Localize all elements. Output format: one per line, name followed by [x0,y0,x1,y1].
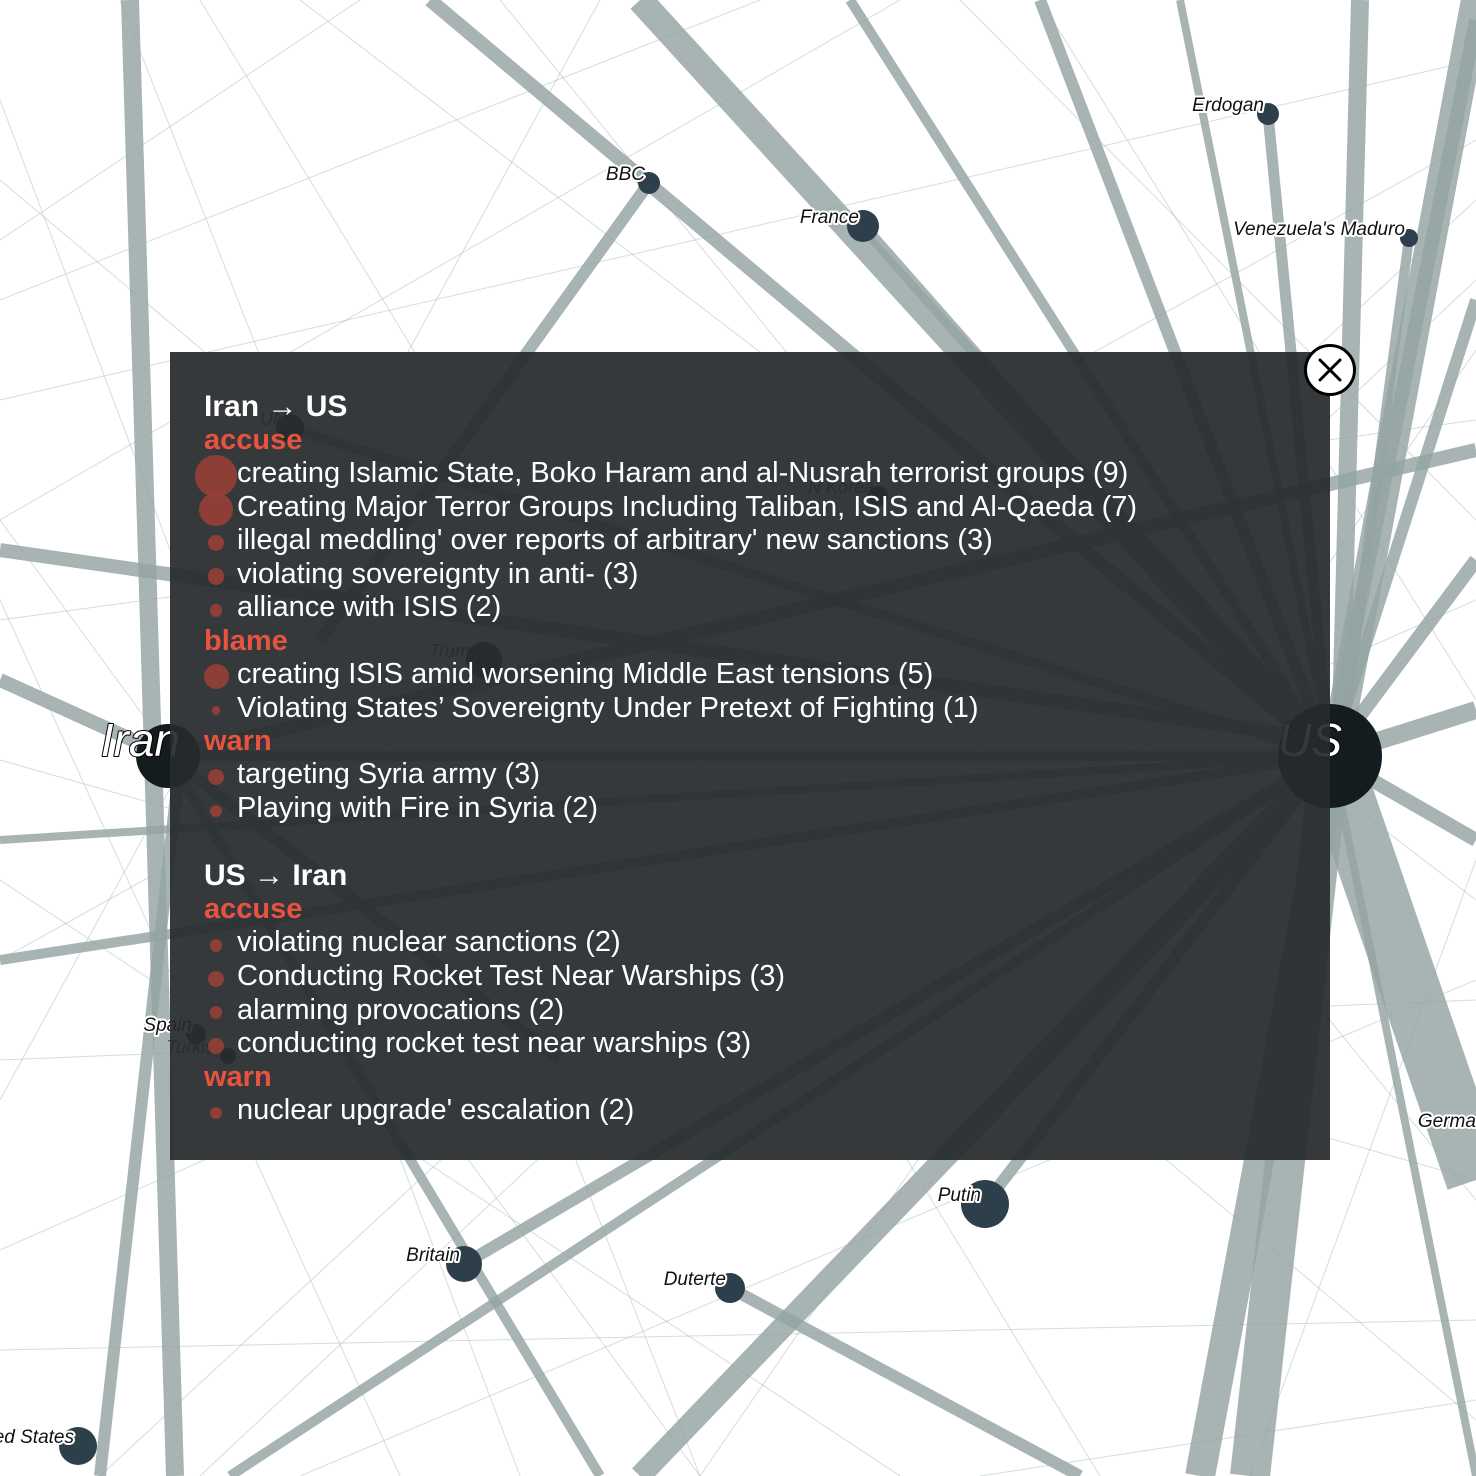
event-text: alliance with ISIS (2) [237,591,502,624]
close-icon [1318,358,1342,382]
event-item[interactable]: violating nuclear sanctions (2) [204,926,1330,960]
graph-node[interactable] [715,1273,745,1303]
graph-node-label: Venezuela's Maduro [1233,219,1405,240]
category-label: accuse [204,424,303,456]
event-item[interactable]: nuclear upgrade' escalation (2) [204,1094,1330,1128]
event-item[interactable]: alliance with ISIS (2) [204,591,1330,625]
event-item[interactable]: creating ISIS amid worsening Middle East… [203,657,1330,692]
graph-edge [94,759,186,1476]
count-dot [203,664,229,690]
graph-node[interactable] [446,1246,482,1282]
event-text: Creating Major Terror Groups Including T… [237,490,1138,523]
event-text: alarming provocations (2) [237,993,565,1026]
event-item[interactable]: conducting rocket test near warships (3) [204,1027,1330,1061]
event-item[interactable]: Playing with Fire in Syria (2) [204,792,1330,826]
event-item[interactable]: targeting Syria army (3) [204,758,1330,792]
graph-node-label: Iran [101,714,180,766]
graph-edge-thin [1039,0,1476,701]
graph-node[interactable] [847,210,879,242]
graph-edge [1324,298,1476,758]
count-dot [207,534,225,552]
graph-node-label: Erdogan [1192,95,1264,116]
event-text: creating ISIS amid worsening Middle East… [237,657,934,690]
graph-edge [727,1282,1083,1476]
graph-node[interactable] [1400,229,1418,247]
count-dot [209,604,223,617]
graph-edge-thin [1249,859,1476,1476]
count-dot [209,939,223,952]
count-dot [207,1037,225,1055]
graph-node[interactable] [59,1427,97,1465]
graph-node-label: France [800,207,859,228]
count-dot [195,455,237,497]
category-label: accuse [204,893,303,926]
count-dot [209,1106,223,1119]
graph-edge [1301,746,1476,1190]
count-dot [207,970,225,988]
event-text: Violating States’ Sovereignty Under Pret… [237,691,979,724]
graph-node[interactable] [961,1180,1009,1228]
graph-node-label: Putin [938,1185,981,1206]
count-dot [209,804,223,817]
category-label: blame [204,624,288,657]
count-dot [207,768,225,786]
category-label: warn [204,725,272,758]
event-text: creating Islamic State, Boko Haram and a… [237,457,1129,489]
graph-node-label: United States [0,1427,74,1448]
event-text: targeting Syria army (3) [237,758,540,791]
graph-node[interactable] [638,172,660,194]
graph-node-label: Germany [1418,1111,1476,1132]
event-text: violating sovereignty in anti- (3) [237,557,639,590]
event-item[interactable]: creating Islamic State, Boko Haram and a… [195,455,1330,497]
event-text: illegal meddling' over reports of arbitr… [237,524,993,557]
graph-edge [1323,18,1476,758]
graph-edge-thin [0,0,761,301]
category-label: warn [204,1060,272,1093]
event-text: violating nuclear sanctions (2) [237,926,621,959]
graph-node-label: Britain [406,1245,460,1266]
event-item[interactable]: violating sovereignty in anti- (3) [204,558,1330,592]
graph-edge-thin [0,59,1476,401]
event-item[interactable]: Conducting Rocket Test Near Warships (3) [204,960,1330,994]
close-button[interactable] [1304,344,1356,396]
graph-node-label: BBC [606,164,645,185]
count-dot [199,492,233,527]
event-text: Playing with Fire in Syria (2) [237,791,598,824]
graph-edge-thin [0,0,361,241]
event-text: Conducting Rocket Test Near Warships (3) [237,959,785,992]
count-dot [209,1006,223,1019]
count-dot [207,568,225,586]
direction-heading: Iran → US [204,390,348,423]
event-text: nuclear upgrade' escalation (2) [237,1093,635,1126]
event-item[interactable]: illegal meddling' over reports of arbitr… [204,524,1330,558]
count-dot [211,706,221,715]
event-text: conducting rocket test near warships (3) [237,1027,752,1060]
direction-heading: US → Iran [204,859,348,893]
event-item[interactable]: Creating Major Terror Groups Including T… [199,490,1330,527]
event-item[interactable]: Violating States’ Sovereignty Under Pret… [204,692,1330,726]
event-item[interactable]: alarming provocations (2) [204,994,1330,1028]
graph-node-label: Duterte [664,1269,726,1290]
graph-node[interactable] [1257,103,1279,125]
